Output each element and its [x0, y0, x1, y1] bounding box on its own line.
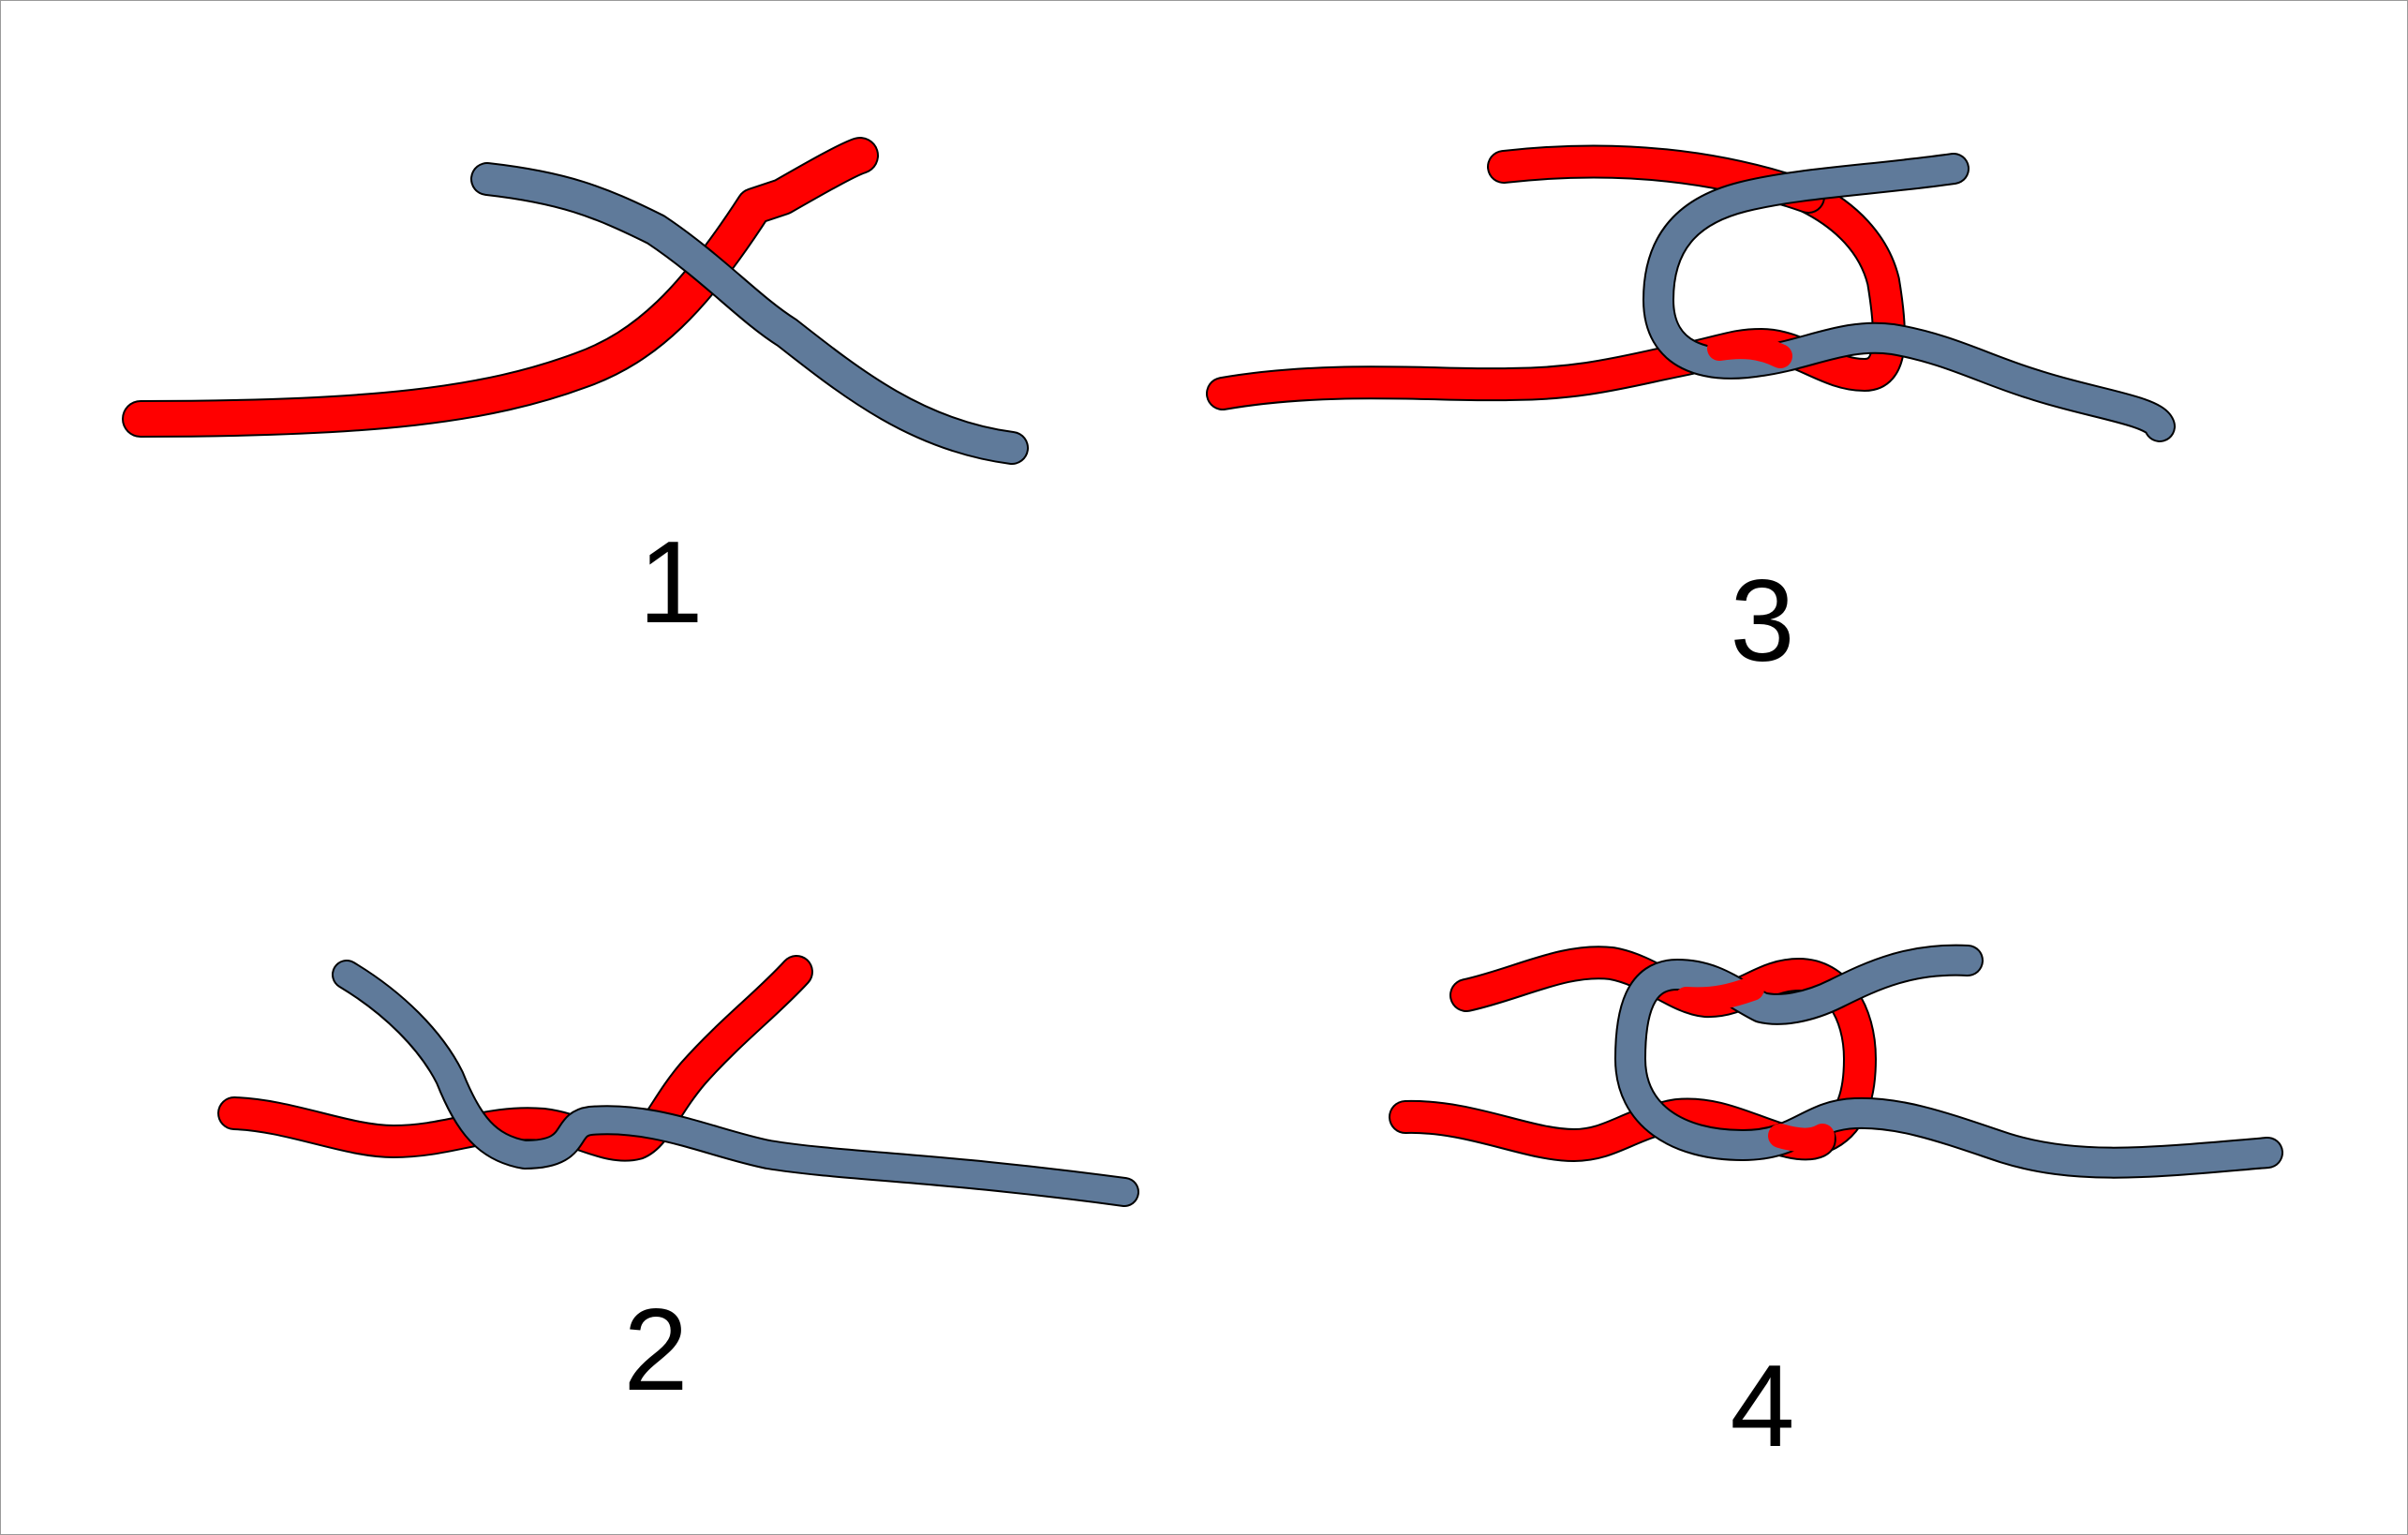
step-1-label: 1 [638, 518, 704, 648]
step-3-illustration [1206, 144, 2176, 442]
step-2-illustration [217, 955, 1139, 1207]
step-1-illustration [122, 137, 1029, 465]
step-4-label: 4 [1730, 1342, 1795, 1471]
step-4-illustration [1389, 944, 2283, 1179]
step-3-label: 3 [1730, 557, 1795, 686]
step-2-label: 2 [623, 1286, 689, 1415]
